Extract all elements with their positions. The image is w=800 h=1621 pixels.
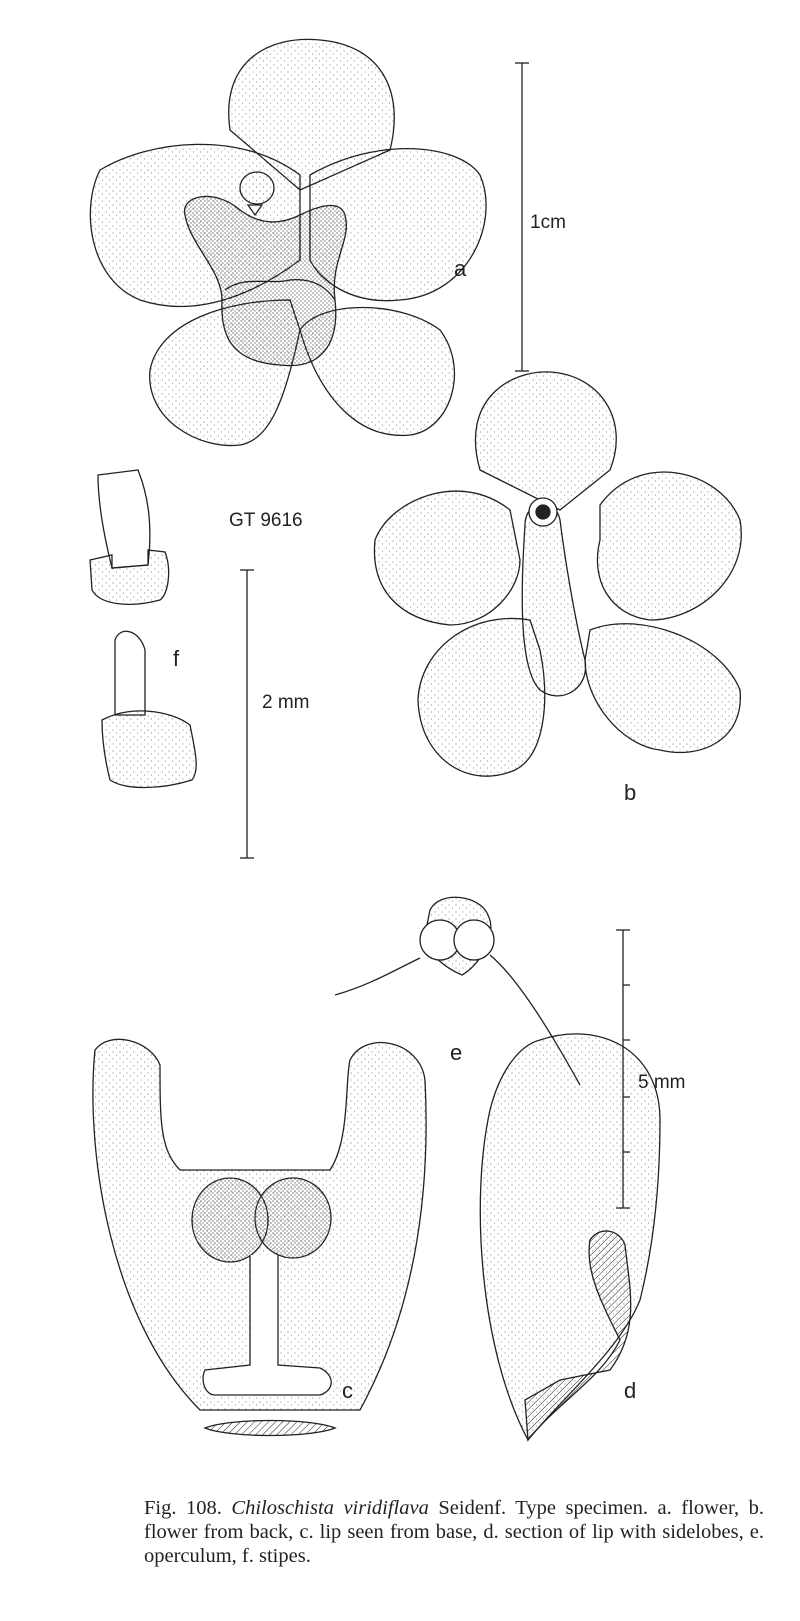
label-c: c (342, 1378, 353, 1403)
label-e: e (450, 1040, 463, 1065)
caption-text: Seidenf. Type specimen. a. flower, b. fl… (144, 1497, 764, 1567)
lip-c-drawing (92, 1038, 427, 1437)
flower-b-drawing (373, 371, 742, 777)
label-a: a (454, 256, 467, 281)
figure-caption: Fig. 108. Chiloschista viridiflava Seide… (144, 1496, 764, 1568)
scale-label-2mm: 2 mm (262, 692, 310, 713)
scale-label-5mm: 5 mm (638, 1072, 686, 1093)
caption-prefix: Fig. 108. (144, 1497, 222, 1519)
label-d: d (624, 1378, 637, 1403)
lip-section-d-drawing (479, 1033, 661, 1442)
label-b: b (624, 780, 637, 805)
label-f: f (173, 646, 180, 671)
stipes-f-drawing (89, 469, 197, 789)
caption-species: Chiloschista viridiflava (231, 1497, 429, 1519)
scale-label-1cm: 1cm (530, 212, 566, 233)
scale-bars (240, 62, 630, 1209)
specimen-code: GT 9616 (229, 510, 303, 531)
flower-a-drawing (89, 38, 487, 447)
